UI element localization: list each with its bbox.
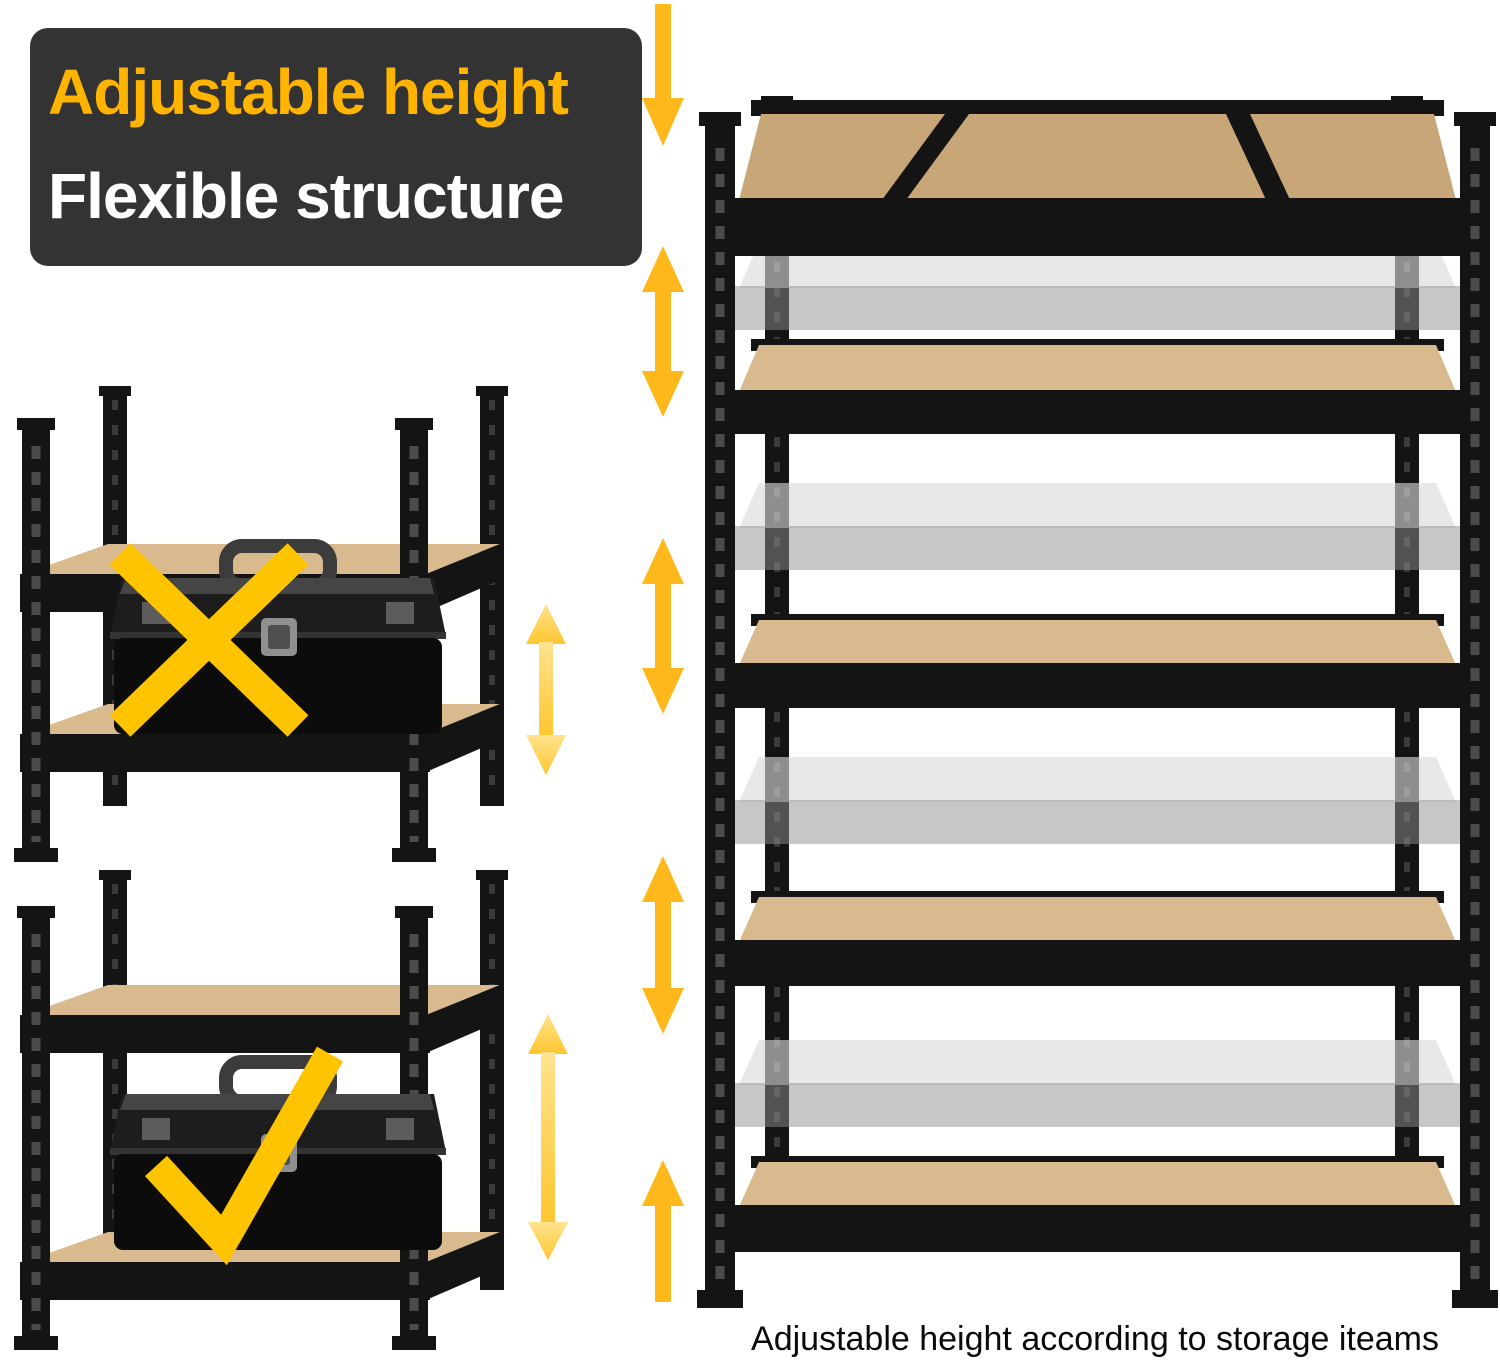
double-arrow-icon xyxy=(642,538,684,714)
adjust-arrow-icon xyxy=(528,1014,568,1260)
banner-line-adjustable-height: Adjustable height xyxy=(48,56,569,128)
check-icon xyxy=(144,1046,344,1266)
feature-banner: Adjustable height Flexible structure xyxy=(30,28,642,266)
small-rack-correct-example xyxy=(14,870,508,1350)
rack-top-shelf xyxy=(719,100,1476,256)
double-arrow-icon xyxy=(642,246,684,417)
rack-shelf xyxy=(719,614,1476,708)
rack-bottom-shelf xyxy=(719,1156,1476,1252)
up-arrow-icon xyxy=(642,1160,684,1302)
down-arrow-icon xyxy=(642,4,684,146)
ghost-shelf xyxy=(719,757,1476,844)
double-arrow-icon xyxy=(642,856,684,1034)
rack-front-posts xyxy=(697,112,1498,1308)
banner-line-flexible-structure: Flexible structure xyxy=(48,160,565,232)
rack-shelf xyxy=(719,891,1476,986)
rack-upper-shelf xyxy=(20,985,500,1053)
adjust-arrow-icon xyxy=(526,604,566,775)
small-rack-wrong-example xyxy=(14,386,508,862)
ghost-shelf xyxy=(719,1040,1476,1127)
rack-front-posts xyxy=(14,906,436,1350)
caption-text: Adjustable height according to storage i… xyxy=(751,1320,1439,1358)
ghost-shelf xyxy=(719,483,1476,570)
ghost-shelf xyxy=(719,243,1476,330)
height-adjust-arrow-column xyxy=(642,4,684,1302)
large-rack-illustration xyxy=(697,96,1498,1308)
cross-icon xyxy=(109,543,309,737)
rack-shelf xyxy=(719,339,1476,434)
